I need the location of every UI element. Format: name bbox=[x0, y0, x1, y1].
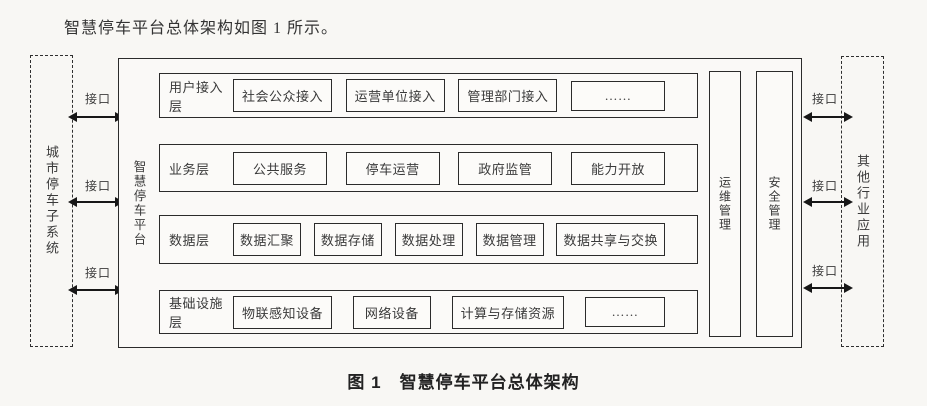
item-ellipsis: …… bbox=[584, 297, 665, 327]
double-arrow-icon bbox=[68, 284, 124, 295]
double-arrow-icon bbox=[803, 111, 853, 122]
layer-data-label: 数据层 bbox=[169, 233, 210, 248]
item-gov-supervision: 政府监管 bbox=[458, 151, 553, 185]
item-admin-access: 管理部门接入 bbox=[458, 79, 558, 112]
ops-management-label: 运维管理 bbox=[717, 176, 732, 232]
city-parking-subsystem-label: 城市停车子系统 bbox=[44, 145, 59, 257]
smart-parking-platform-label: 智慧停车平台 bbox=[131, 159, 146, 247]
layer-infrastructure-items: 物联感知设备 网络设备 计算与存储资源 …… bbox=[233, 295, 665, 329]
other-industry-apps-label: 其他行业应用 bbox=[855, 153, 870, 250]
double-arrow-icon bbox=[68, 111, 124, 122]
double-arrow-icon bbox=[803, 282, 853, 293]
layer-infrastructure: 基础设施层 物联感知设备 网络设备 计算与存储资源 …… bbox=[159, 290, 698, 334]
item-data-sharing: 数据共享与交换 bbox=[556, 223, 665, 256]
layer-user-access-label: 用户接入层 bbox=[169, 79, 224, 114]
city-parking-subsystem-box: 城市停车子系统 bbox=[30, 55, 73, 347]
interface-label: 接口 bbox=[84, 92, 111, 106]
item-operator-access: 运营单位接入 bbox=[345, 79, 445, 112]
interface-label: 接口 bbox=[811, 179, 838, 193]
layer-business-label: 业务层 bbox=[169, 161, 210, 177]
layer-infrastructure-label: 基础设施层 bbox=[169, 296, 224, 330]
interface-label: 接口 bbox=[84, 266, 111, 280]
interface-label: 接口 bbox=[811, 92, 838, 106]
interface-label: 接口 bbox=[84, 179, 111, 193]
item-data-aggregation: 数据汇聚 bbox=[233, 223, 302, 256]
layer-user-access-items: 社会公众接入 运营单位接入 管理部门接入 …… bbox=[233, 79, 665, 112]
item-public-service: 公共服务 bbox=[233, 151, 327, 185]
layer-business-items: 公共服务 停车运营 政府监管 能力开放 bbox=[233, 151, 665, 185]
item-network-devices: 网络设备 bbox=[352, 295, 431, 329]
item-data-management: 数据管理 bbox=[475, 223, 544, 256]
double-arrow-icon bbox=[803, 196, 853, 207]
layer-business: 业务层 公共服务 停车运营 政府监管 能力开放 bbox=[159, 144, 698, 192]
smart-parking-platform-box: 智慧停车平台 用户接入层 社会公众接入 运营单位接入 管理部门接入 …… 业务层… bbox=[118, 58, 802, 348]
intro-text: 智慧停车平台总体架构如图 1 所示。 bbox=[64, 20, 339, 37]
security-management-label: 安全管理 bbox=[767, 176, 781, 232]
item-capability-open: 能力开放 bbox=[570, 151, 665, 185]
layer-data: 数据层 数据汇聚 数据存储 数据处理 数据管理 数据共享与交换 bbox=[159, 215, 698, 264]
layer-data-items: 数据汇聚 数据存储 数据处理 数据管理 数据共享与交换 bbox=[233, 223, 665, 256]
figure-caption: 图 1 智慧停车平台总体架构 bbox=[347, 373, 580, 392]
item-data-processing: 数据处理 bbox=[394, 223, 463, 256]
item-data-storage: 数据存储 bbox=[313, 223, 382, 256]
ops-management-bar: 运维管理 bbox=[709, 71, 741, 337]
double-arrow-icon bbox=[68, 196, 124, 207]
layer-user-access: 用户接入层 社会公众接入 运营单位接入 管理部门接入 …… bbox=[159, 73, 698, 118]
item-iot-devices: 物联感知设备 bbox=[233, 295, 333, 329]
platform-label-column: 智慧停车平台 bbox=[119, 59, 159, 347]
item-parking-operation: 停车运营 bbox=[345, 151, 440, 185]
security-management-bar: 安全管理 bbox=[756, 71, 793, 337]
item-ellipsis: …… bbox=[570, 80, 665, 111]
interface-label: 接口 bbox=[811, 264, 838, 278]
item-public-access: 社会公众接入 bbox=[233, 79, 333, 112]
item-compute-storage: 计算与存储资源 bbox=[451, 295, 565, 329]
